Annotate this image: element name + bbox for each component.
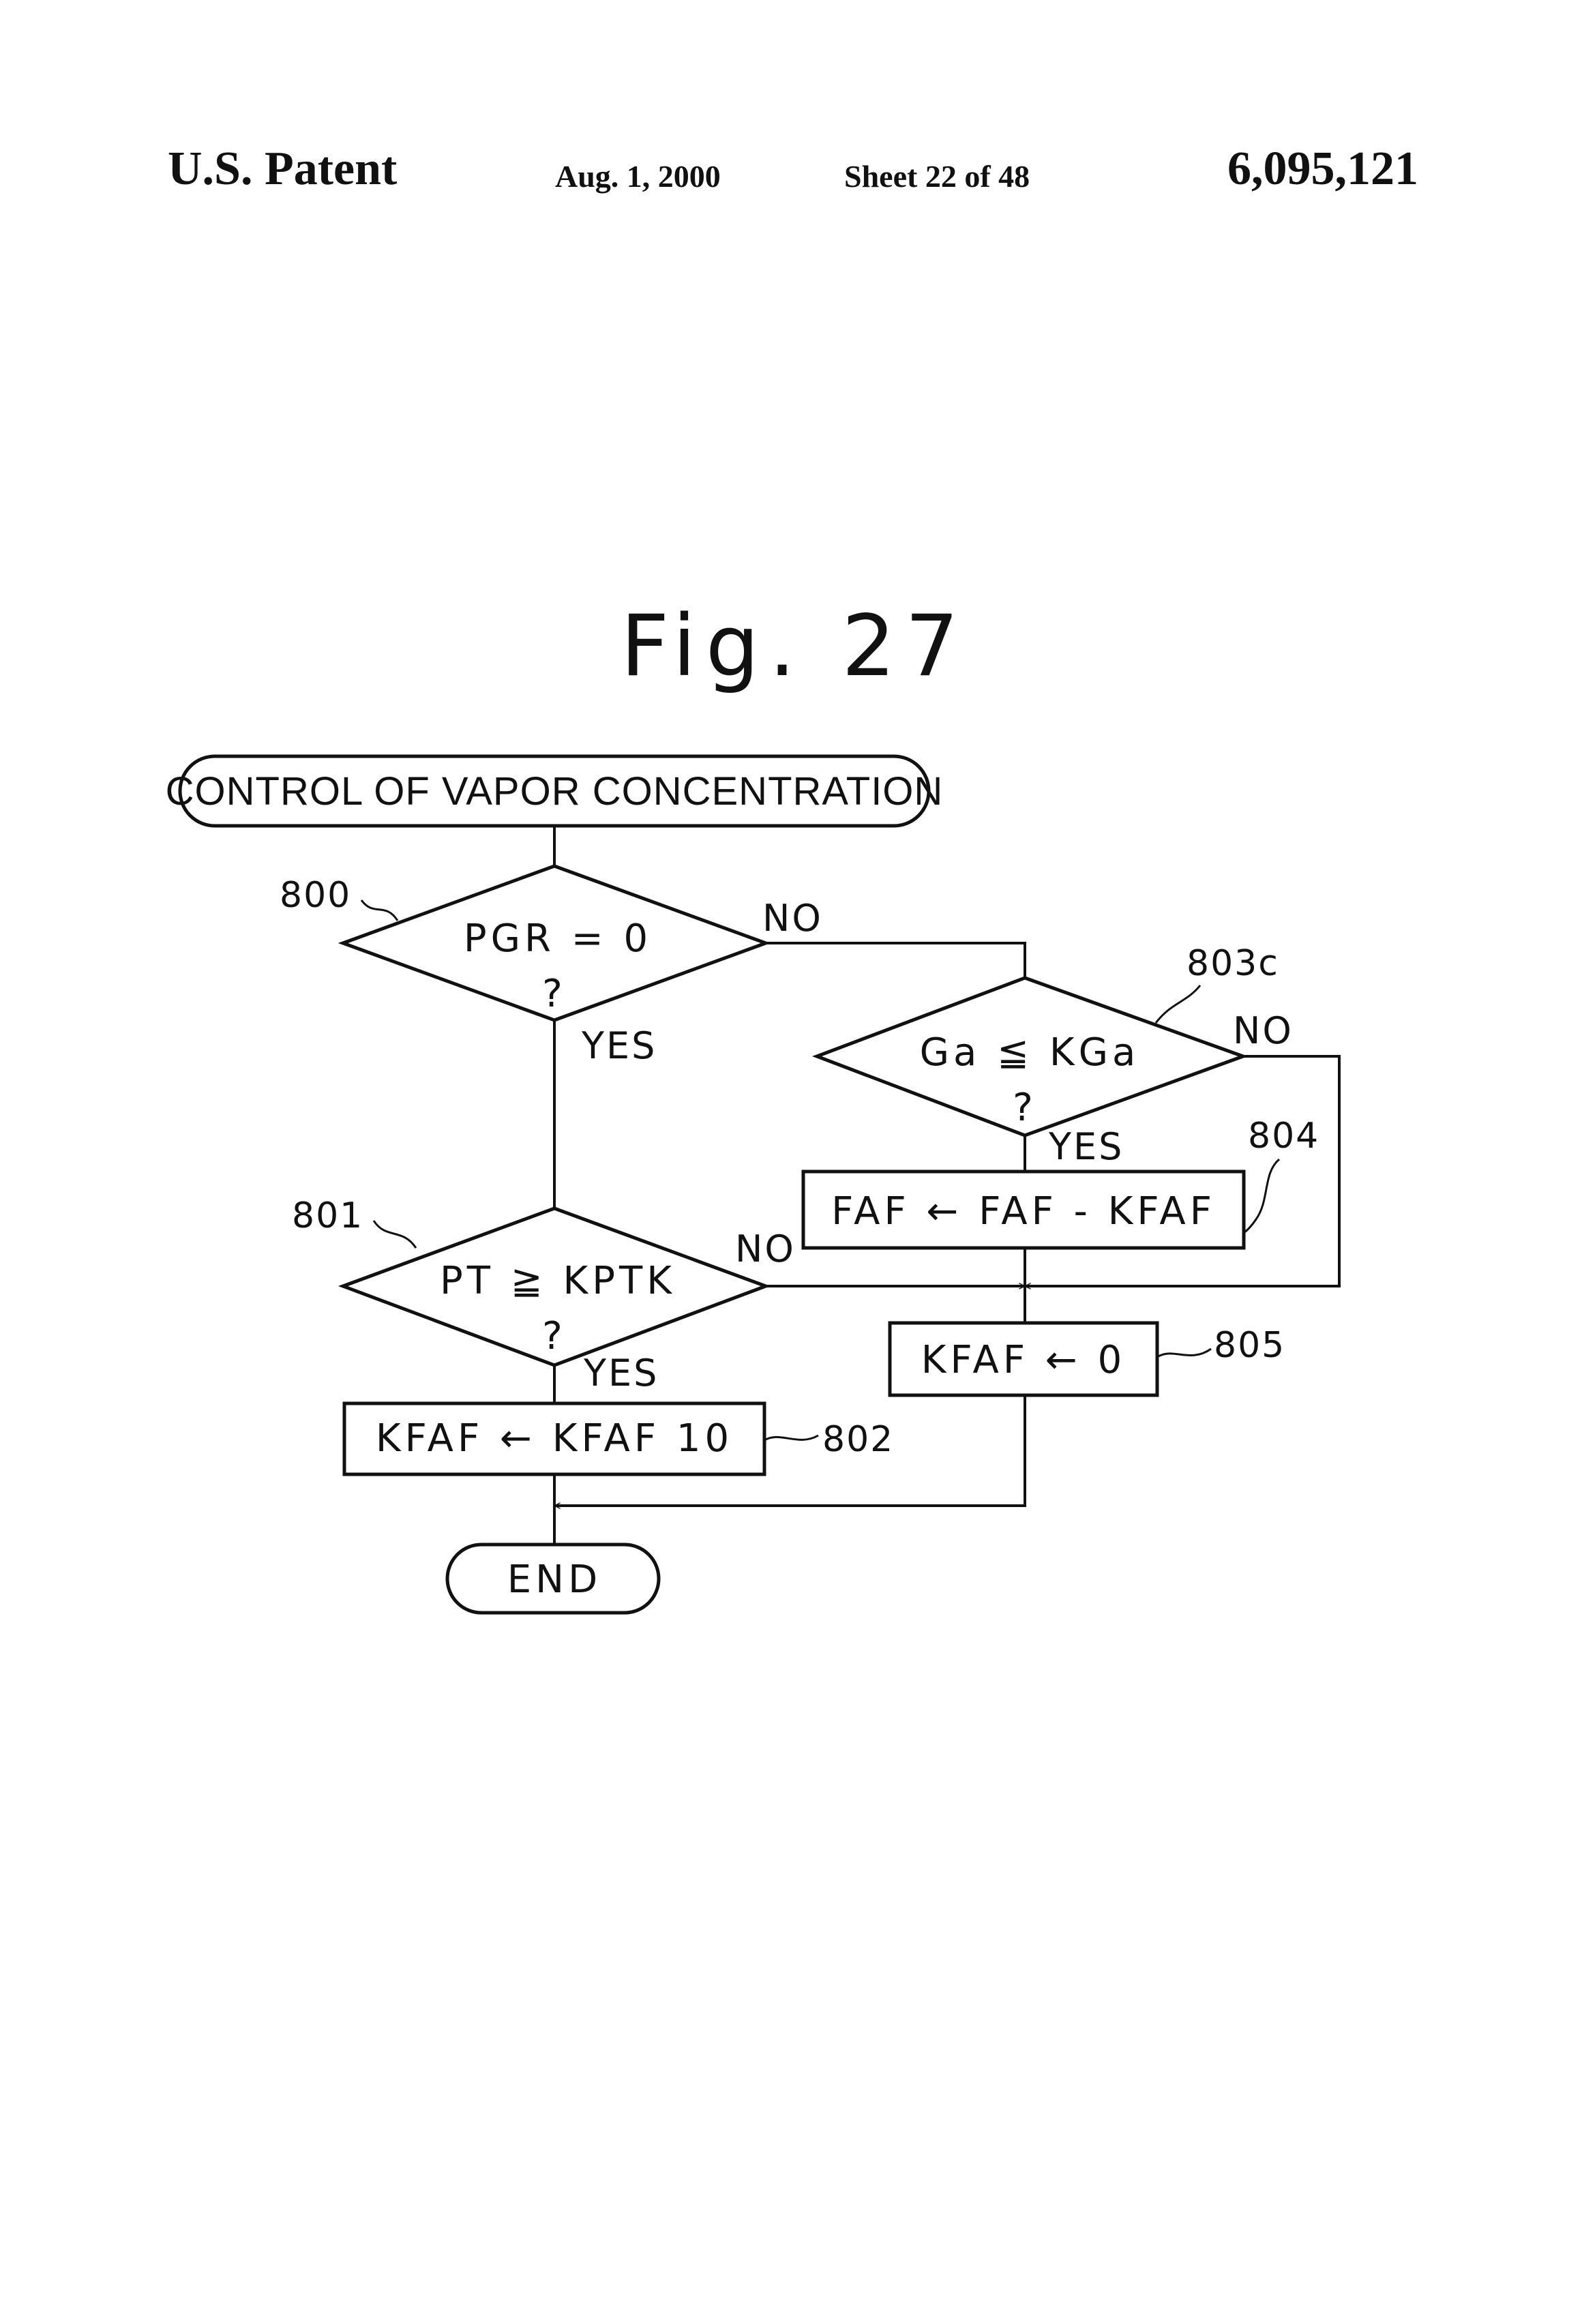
branch-800-yes: YES [581, 1024, 657, 1067]
branch-800-no: NO [762, 897, 823, 940]
branch-801-no: NO [735, 1227, 796, 1270]
figure-title: Fig. 27 [621, 597, 968, 696]
process-802-label: KFAF ← KFAF 10 [376, 1416, 733, 1461]
decision-803c-label: Ga ≦ KGa [920, 1030, 1140, 1075]
ref-802: 802 [822, 1419, 894, 1460]
leader-803c [1156, 985, 1200, 1023]
start-label: CONTROL OF VAPOR CONCENTRATION [166, 769, 944, 814]
decision-801-question: ? [542, 1314, 567, 1358]
connector-800-no-803c [766, 943, 1025, 978]
decision-800-question: ? [542, 972, 567, 1016]
ref-800: 800 [280, 875, 351, 916]
decision-801-label: PT ≧ KPTK [440, 1259, 676, 1303]
branch-803c-yes: YES [1048, 1125, 1124, 1168]
process-805-label: KFAF ← 0 [921, 1338, 1126, 1382]
leader-805 [1157, 1349, 1211, 1357]
leader-801 [374, 1221, 416, 1248]
end-label: END [507, 1558, 601, 1602]
ref-804: 804 [1248, 1116, 1319, 1157]
branch-803c-no: NO [1233, 1009, 1294, 1052]
leader-804 [1244, 1159, 1279, 1233]
ref-801: 801 [292, 1195, 363, 1236]
decision-803c-question: ? [1013, 1086, 1037, 1130]
leader-802 [764, 1435, 818, 1440]
leader-800 [361, 900, 398, 921]
branch-801-yes: YES [583, 1352, 659, 1395]
ref-805: 805 [1214, 1325, 1285, 1366]
process-804-label: FAF ← FAF - KFAF [831, 1189, 1216, 1234]
ref-803c: 803c [1186, 943, 1279, 984]
decision-800-label: PGR = 0 [464, 917, 652, 961]
